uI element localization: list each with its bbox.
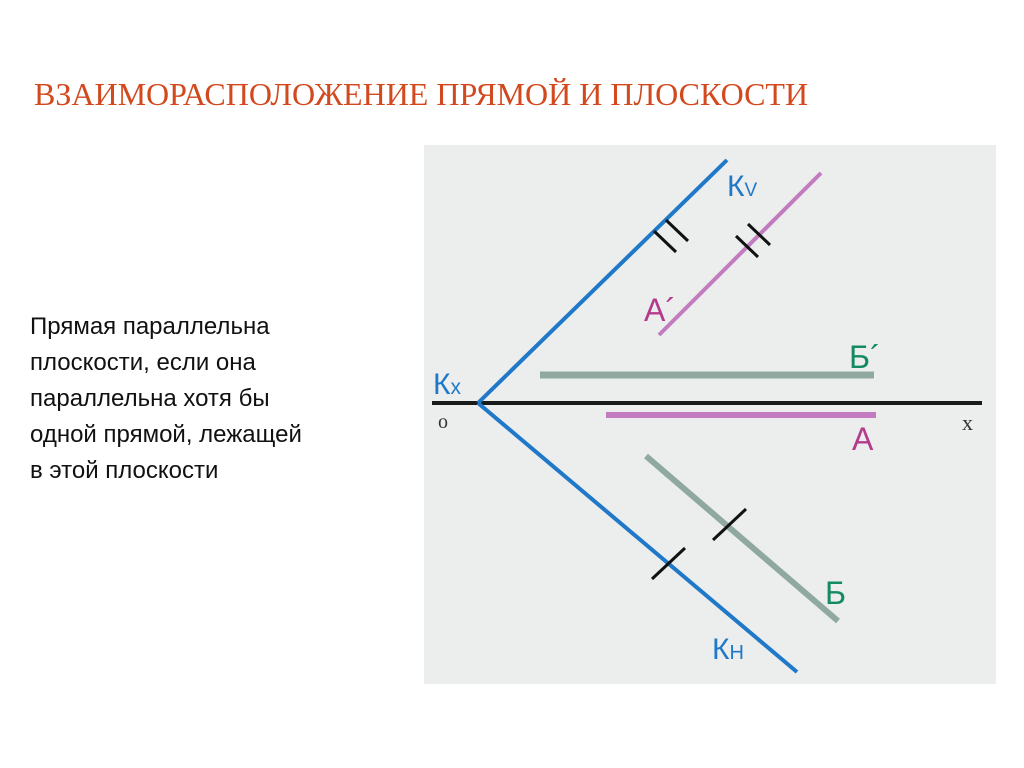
line-b xyxy=(644,453,840,624)
parallel-marks-horizontal xyxy=(650,507,748,581)
body-line-1: Прямая параллельна xyxy=(30,313,270,340)
label-kv-sub: V xyxy=(744,180,757,201)
label-kh: КН xyxy=(712,633,744,666)
label-axis-x: х xyxy=(962,410,973,435)
tick-b xyxy=(711,507,748,542)
label-kh-main: К xyxy=(712,633,730,666)
line-a-prime xyxy=(657,171,823,337)
tick-kv-2 xyxy=(664,218,690,243)
label-a-prime: А´ xyxy=(644,292,676,328)
label-kx-sub: х xyxy=(450,376,461,399)
trace-kv xyxy=(476,158,729,405)
label-kh-sub: Н xyxy=(729,642,743,664)
body-line-5: в этой плоскости xyxy=(30,457,219,484)
tick-kv-1 xyxy=(652,229,678,254)
tick-ap-2 xyxy=(746,222,772,247)
body-line-4: одной прямой, лежащей xyxy=(30,421,302,448)
parallel-marks-frontal xyxy=(652,218,772,259)
label-b-prime: Б´ xyxy=(849,339,881,375)
slide-title: ВЗАИМОРАСПОЛОЖЕНИЕ ПРЯМОЙ И ПЛОСКОСТИ xyxy=(34,76,809,112)
label-kx-main: К xyxy=(433,368,451,401)
tick-ap-1 xyxy=(734,234,760,259)
label-kx: Кх xyxy=(433,368,461,401)
label-kv-main: К xyxy=(727,170,745,203)
body-text: Прямая параллельна плоскости, если она п… xyxy=(30,309,410,489)
body-line-3: параллельна хотя бы xyxy=(30,385,270,412)
trace-kh xyxy=(476,401,799,674)
body-line-2: плоскости, если она xyxy=(30,349,256,376)
label-a: А xyxy=(852,421,874,457)
label-kv: КV xyxy=(727,170,757,203)
label-origin: о xyxy=(438,411,448,433)
tick-kh xyxy=(650,546,687,581)
label-b: Б xyxy=(825,575,846,611)
